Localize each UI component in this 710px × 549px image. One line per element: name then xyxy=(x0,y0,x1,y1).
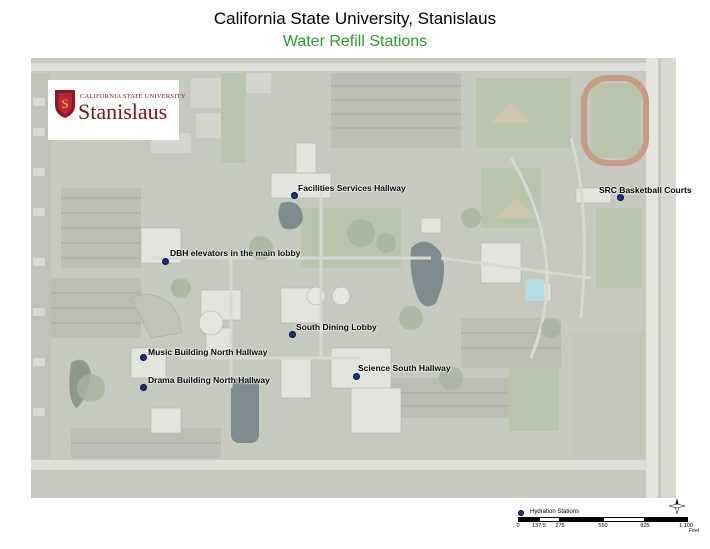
station-marker-icon[interactable] xyxy=(140,384,147,391)
north-arrow-icon xyxy=(669,498,685,514)
map-subtitle: Water Refill Stations xyxy=(282,33,428,50)
station-marker-icon[interactable] xyxy=(162,258,169,265)
station-marker-icon[interactable] xyxy=(353,373,360,380)
scale-unit-label: Feet xyxy=(689,528,700,534)
station-label: South Dining Lobby xyxy=(296,322,377,332)
logo-wordmark: Stanislaus xyxy=(78,99,168,124)
blue-dot-icon xyxy=(518,510,524,516)
station-label: Facilities Services Hallway xyxy=(298,183,406,193)
scale-tick-label: 0 xyxy=(516,523,520,529)
station-label: Drama Building North Hallway xyxy=(148,375,270,385)
aerial-imagery xyxy=(31,58,676,498)
campus-aerial-map[interactable]: S CALIFORNIA STATE UNIVERSITY Stanislaus xyxy=(31,58,676,498)
scale-tick-label: 825 xyxy=(640,523,650,529)
scale-tick-label: 550 xyxy=(598,523,608,529)
station-label: Music Building North Hallway xyxy=(148,347,268,357)
station-marker-icon[interactable] xyxy=(617,194,624,201)
scale-tick-label: 275 xyxy=(555,523,565,529)
scale-tick-label: 1,100 xyxy=(679,523,693,529)
shield-logo-icon: S xyxy=(55,90,75,118)
university-logo: S CALIFORNIA STATE UNIVERSITY Stanislaus xyxy=(48,80,185,140)
station-marker-icon[interactable] xyxy=(289,331,296,338)
station-label: DBH elevators in the main lobby xyxy=(170,248,301,258)
scale-bar xyxy=(518,517,688,522)
station-marker-icon[interactable] xyxy=(140,354,147,361)
logo-tagline: CALIFORNIA STATE UNIVERSITY xyxy=(80,93,186,100)
legend-label: Hydration Stations xyxy=(530,509,580,515)
station-label: Science South Hallway xyxy=(358,363,451,373)
station-marker-icon[interactable] xyxy=(291,192,298,199)
station-label: SRC Basketball Courts xyxy=(599,185,692,195)
map-title: California State University, Stanislaus xyxy=(213,9,497,28)
svg-text:S: S xyxy=(61,96,68,111)
scale-tick-label: 137.5 xyxy=(532,523,546,529)
